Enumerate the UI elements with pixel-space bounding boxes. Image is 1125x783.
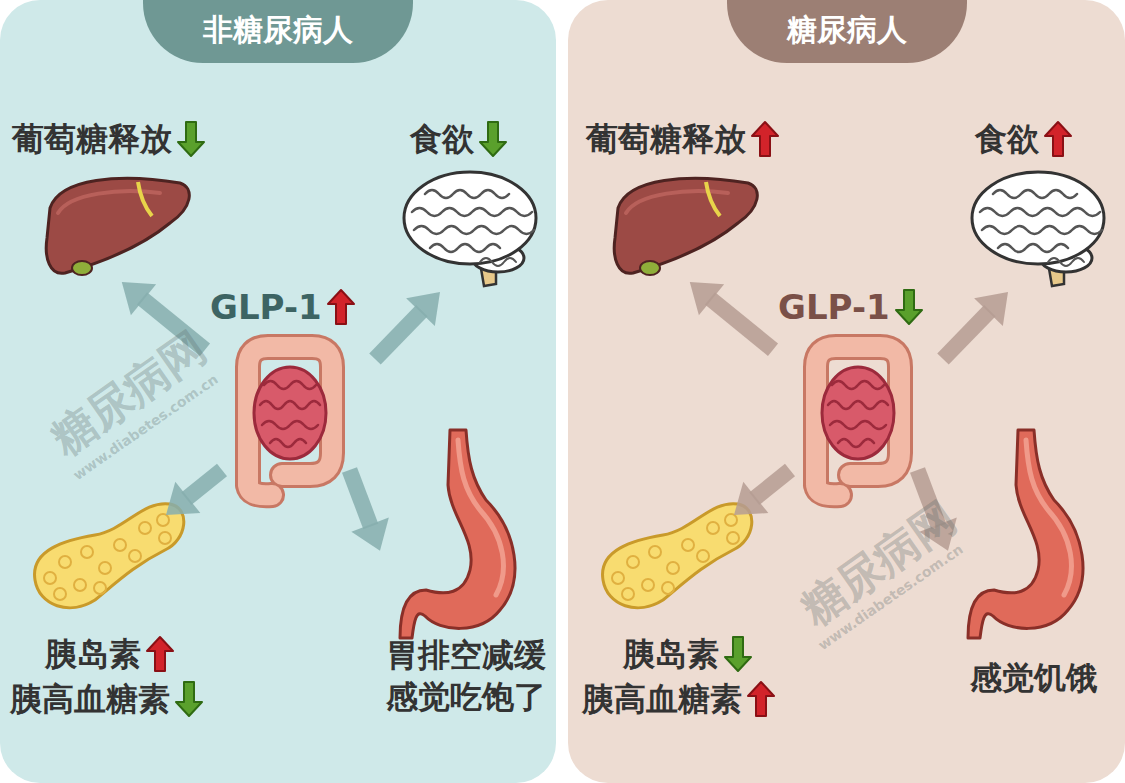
brain-illustration [400,166,540,291]
effect-arrow [375,292,440,359]
organ-effect-label: 胃排空减缓 感觉吃饱了 [381,635,551,718]
text-line: 葡萄糖释放 [12,120,206,158]
effect-arrow [918,470,957,551]
effect-arrow [350,470,389,551]
liver-node: 葡萄糖释放 [12,118,256,282]
panel-header-tab: 非糖尿病人 [143,0,413,63]
pancreas-node: 胰岛素胰高血糖素 [578,515,818,732]
down-arrow-icon [723,635,753,673]
text-line: 胰高血糖素 [10,680,204,718]
brain-illustration [968,166,1108,291]
effect-arrow [690,282,773,350]
text-line: 胃排空减缓 感觉吃饱了 [380,635,552,718]
text-line: 胰岛素 [623,635,753,673]
text-line: 食欲 [975,120,1073,158]
hormone-label: GLP-1 [210,287,322,328]
panel-title: 非糖尿病人 [203,12,353,47]
brain-node: 食欲 [963,118,1113,292]
text-line: GLP-1 [778,287,924,328]
text-line: 胰高血糖素 [582,680,776,718]
organ-effect-label: 感觉饥饿 [949,658,1119,700]
text-line: 胰岛素 [45,635,175,673]
effect-arrow [166,470,222,515]
text-line: 食欲 [410,120,508,158]
hormone-label: GLP-1 [778,287,890,328]
organ-effect-label: 胰高血糖素 [10,680,170,718]
up-arrow-icon [145,635,175,673]
text-line: 葡萄糖释放 [586,120,780,158]
pancreas-node: 胰岛素胰高血糖素 [10,515,250,732]
intestine-illustration [220,335,350,500]
up-arrow-icon [1043,120,1073,158]
effect-arrow [943,292,1008,359]
pancreas-illustration [25,490,185,610]
text-line: 感觉饥饿 [948,658,1120,700]
panel-title: 糖尿病人 [787,12,907,47]
stomach-node: 胃排空减缓 感觉吃饱了 [380,430,556,732]
down-arrow-icon [478,120,508,158]
liver-node: 葡萄糖释放 [580,118,824,282]
effect-arrow [734,470,790,515]
stomach-node: 感觉饥饿 [948,430,1124,732]
organ-effect-label: 食欲 [410,120,474,158]
organ-effect-label: 胰高血糖素 [582,680,742,718]
effect-arrow [122,282,205,350]
text-line: GLP-1 [210,287,356,328]
down-arrow-icon [174,680,204,718]
brain-node: 食欲 [395,118,545,292]
down-arrow-icon [894,288,924,326]
up-arrow-icon [746,680,776,718]
panel: 糖尿病人葡萄糖释放食欲GLP-1胰岛素胰高血糖素感觉饥饿 [568,0,1125,783]
glp-node: GLP-1 [773,285,943,470]
intestine-illustration [788,335,918,500]
organ-effect-label: 胰岛素 [45,635,141,673]
down-arrow-icon [176,120,206,158]
organ-effect-label: 食欲 [975,120,1039,158]
liver-illustration [40,168,190,278]
organ-effect-label: 胰岛素 [623,635,719,673]
pancreas-illustration [593,490,753,610]
up-arrow-icon [750,120,780,158]
panel-header-tab: 糖尿病人 [727,0,967,63]
organ-effect-label: 葡萄糖释放 [586,120,746,158]
stomach-illustration [968,430,1098,640]
stomach-illustration [400,430,530,640]
organ-effect-label: 葡萄糖释放 [12,120,172,158]
glp-node: GLP-1 [205,285,375,470]
up-arrow-icon [326,288,356,326]
liver-illustration [608,168,758,278]
